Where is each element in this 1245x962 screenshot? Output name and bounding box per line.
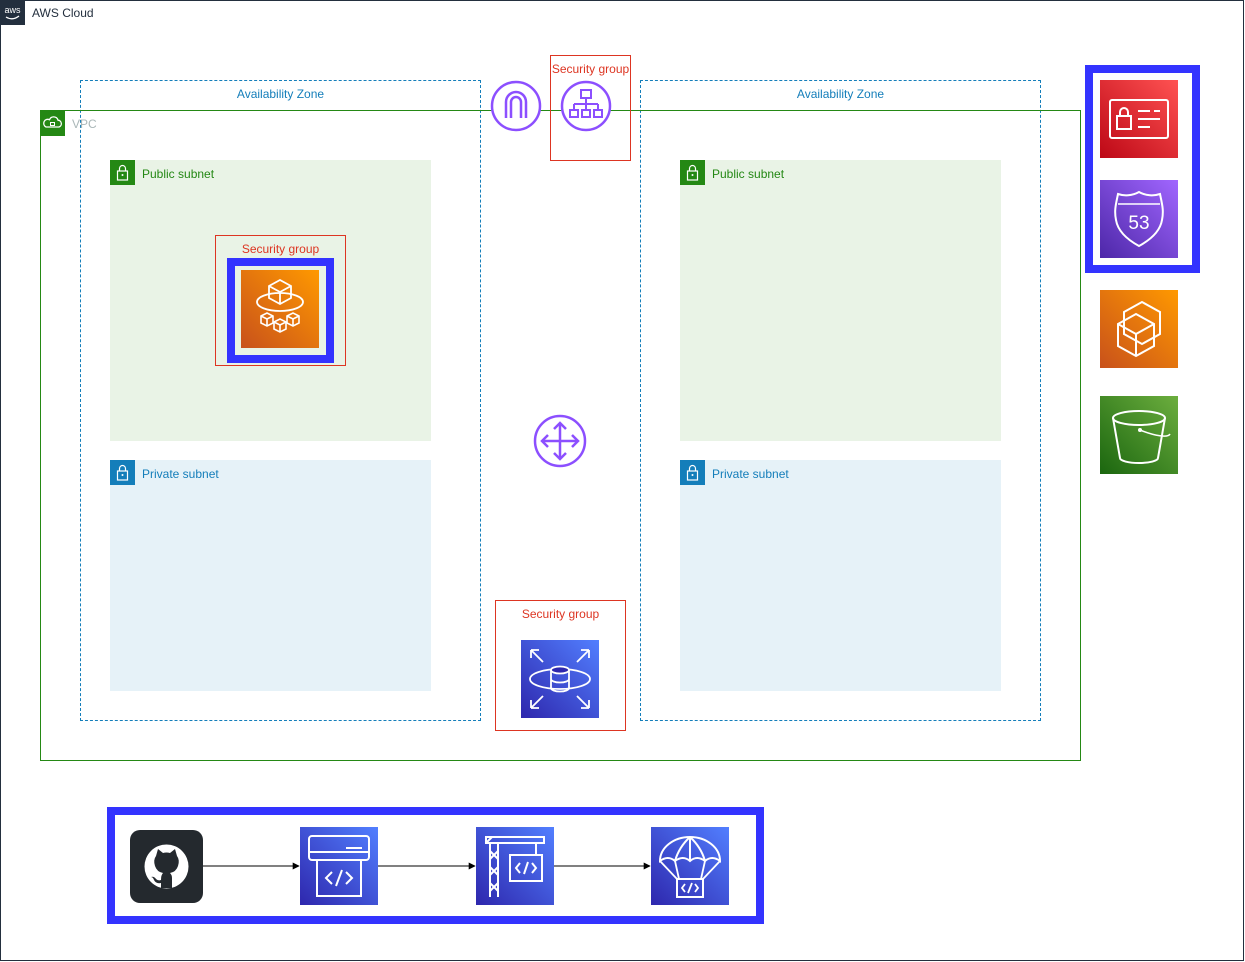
fargate-icon[interactable] [241, 270, 319, 348]
internet-gateway-icon[interactable] [490, 80, 542, 132]
github-icon[interactable] [130, 830, 203, 903]
vpc-label: VPC [72, 117, 97, 131]
private-subnet-left [110, 460, 431, 691]
svg-text:53: 53 [1128, 213, 1149, 234]
public-subnet-left-lock-icon [110, 160, 135, 185]
codedeploy-icon[interactable] [651, 827, 729, 905]
private-subnet-right-label: Private subnet [712, 467, 789, 481]
public-subnet-left-label: Public subnet [142, 167, 215, 181]
secrets-manager-icon[interactable] [1100, 80, 1178, 158]
public-subnet-right [680, 160, 1001, 441]
private-subnet-left-lock-icon [110, 460, 135, 485]
security-group-rds-label: Security group [521, 607, 600, 621]
rds-icon[interactable] [521, 640, 599, 718]
security-group-rds [495, 600, 626, 731]
private-subnet-right-lock-icon [680, 460, 705, 485]
svg-text:aws: aws [4, 5, 21, 15]
codepipeline-icon[interactable] [476, 827, 554, 905]
security-group-alb [550, 55, 631, 161]
application-load-balancer-icon[interactable] [560, 80, 612, 132]
s3-bucket-icon[interactable] [1100, 396, 1178, 474]
vpc-router-icon[interactable] [533, 414, 587, 468]
codebuild-icon[interactable] [300, 827, 378, 905]
security-group-fargate-label: Security group [241, 242, 320, 256]
private-subnet-left-label: Private subnet [142, 467, 219, 481]
ecr-icon[interactable] [1100, 290, 1178, 368]
public-subnet-right-lock-icon [680, 160, 705, 185]
route53-icon[interactable]: 53 [1100, 180, 1178, 258]
global-services-highlight-box [1085, 65, 1200, 273]
private-subnet-right [680, 460, 1001, 691]
vpc-group [40, 110, 1081, 761]
aws-cloud-label: AWS Cloud [32, 6, 94, 20]
availability-zone-left [80, 80, 481, 721]
fargate-highlight-box [227, 258, 334, 363]
vpc-icon [40, 111, 65, 136]
aws-logo-icon: aws [0, 0, 25, 25]
security-group-alb-label: Security group [551, 62, 630, 76]
pipeline-highlight-box [107, 807, 764, 924]
availability-zone-right [640, 80, 1041, 721]
security-group-fargate [215, 235, 346, 366]
public-subnet-right-label: Public subnet [712, 167, 785, 181]
availability-zone-right-label: Availability Zone [796, 87, 885, 101]
availability-zone-left-label: Availability Zone [236, 87, 325, 101]
